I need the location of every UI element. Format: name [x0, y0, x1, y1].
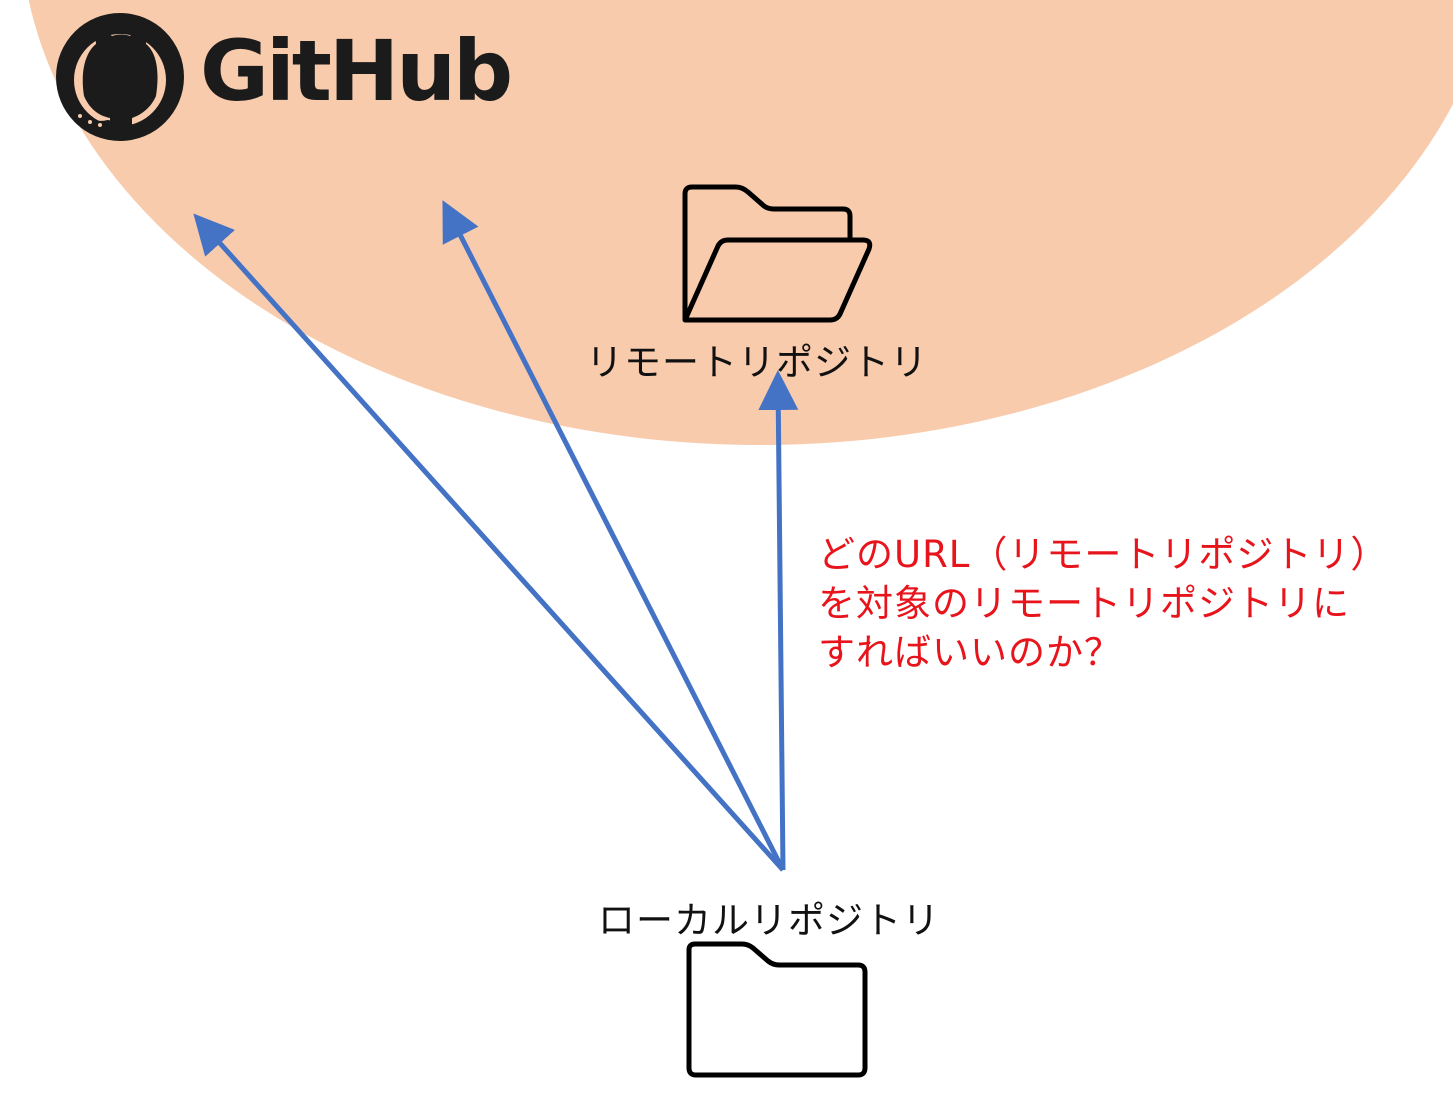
local-repository-label: ローカルリポジトリ — [598, 899, 940, 942]
github-octocat-icon — [56, 13, 184, 141]
arrow-to-left-url — [193, 213, 785, 872]
arrow-to-remote-repository — [758, 370, 799, 871]
github-wordmark: GitHub — [200, 22, 513, 120]
github-cloud-area — [28, 0, 1453, 445]
open-folder-icon — [682, 184, 873, 323]
arrow-to-middle-url — [442, 200, 786, 872]
question-annotation: どのURL（リモートリポジトリ）を対象のリモートリポジトリにすればいいのか？ — [818, 533, 1370, 674]
remote-repository-label: リモートリポジトリ — [586, 341, 928, 384]
folder-icon — [686, 941, 868, 1078]
